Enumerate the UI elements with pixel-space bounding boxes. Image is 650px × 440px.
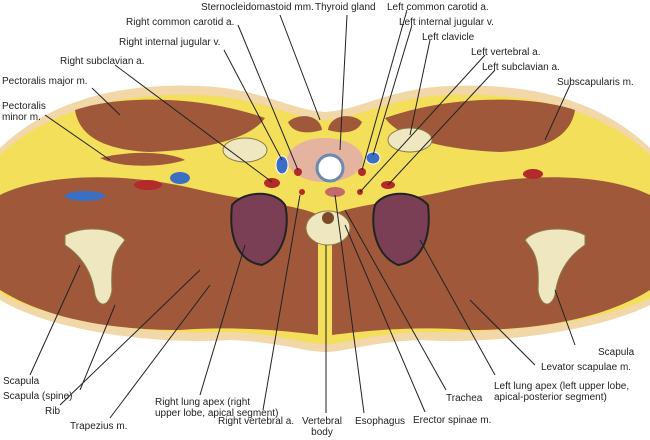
sternocleidomastoid-muscles (288, 116, 362, 133)
left-common-carotid-artery (358, 168, 366, 176)
label-right-internal-jugular: Right internal jugular v. (119, 37, 221, 48)
left-lung-apex (372, 192, 430, 267)
label-line-2: minor m. (2, 112, 41, 123)
right-subclavian-artery (264, 178, 280, 188)
label-rib: Rib (45, 406, 61, 417)
label-line-2: apical-posterior segment) (494, 392, 607, 403)
right-pectoralis-major (75, 99, 265, 152)
left-clavicle (387, 127, 433, 153)
label-left-internal-jugular: Left internal jugular v. (399, 17, 494, 28)
label-left-clavicle: Left clavicle (422, 32, 475, 43)
label-vertebral-body: Vertebral body (302, 416, 342, 438)
label-thyroid-gland: Thyroid gland (315, 2, 376, 13)
spinal-canal (322, 212, 334, 224)
right-internal-jugular-vein (275, 155, 289, 175)
right-lung-apex (230, 192, 288, 267)
label-pectoralis-major: Pectoralis major m. (2, 76, 88, 87)
axillary-artery-right (134, 180, 162, 190)
label-erector-spinae: Erector spinae m. (413, 415, 492, 426)
esophagus (325, 187, 345, 197)
label-trapezius: Trapezius m. (70, 421, 128, 432)
label-subscapularis: Subscapularis m. (557, 77, 634, 88)
label-right-vertebral: Right vertebral a. (218, 416, 295, 427)
left-scapula (524, 228, 586, 305)
vertebral-body (305, 210, 351, 246)
axillary-artery-left (523, 169, 543, 179)
label-scapula-spine: Scapula (spine) (3, 391, 73, 402)
label-line-1: Right lung apex (right (155, 397, 251, 408)
right-common-carotid-artery (294, 168, 302, 176)
label-trachea: Trachea (446, 393, 483, 404)
trachea (315, 153, 345, 183)
label-line-1: Vertebral (302, 416, 343, 427)
label-left-lung-apex: Left lung apex (left upper lobe, apical-… (494, 381, 629, 403)
label-line-2: upper lobe, apical segment) (155, 408, 279, 419)
label-right-common-carotid: Right common carotid a. (126, 17, 235, 28)
label-scapula-right: Scapula (598, 347, 635, 358)
label-sternocleidomastoid: Sternocleidomastoid mm. (201, 2, 314, 13)
label-pectoralis-minor: Pectoralis minor m. (2, 101, 46, 123)
label-levator-scapulae: Levator scapulae m. (541, 362, 632, 373)
label-left-subclavian: Left subclavian a. (482, 62, 560, 73)
left-internal-jugular-vein (365, 151, 381, 165)
label-line-1: Pectoralis (2, 101, 46, 112)
label-line-2: body (311, 427, 333, 438)
right-vertebral-artery (299, 189, 305, 195)
label-line-1: Left lung apex (left upper lobe, (494, 381, 630, 392)
right-scapula (64, 228, 126, 305)
label-esophagus: Esophagus (355, 416, 406, 427)
axillary-veins-right (170, 172, 190, 184)
label-right-lung-apex: Right lung apex (right upper lobe, apica… (155, 397, 280, 419)
label-scapula-left: Scapula (3, 376, 40, 387)
label-left-common-carotid: Left common carotid a. (387, 2, 489, 13)
axillary-vein-far-right (65, 191, 105, 201)
right-pectoralis-minor (100, 152, 185, 166)
label-left-vertebral: Left vertebral a. (471, 47, 541, 58)
leader-lines (29, 9, 576, 419)
label-right-subclavian: Right subclavian a. (60, 56, 145, 67)
